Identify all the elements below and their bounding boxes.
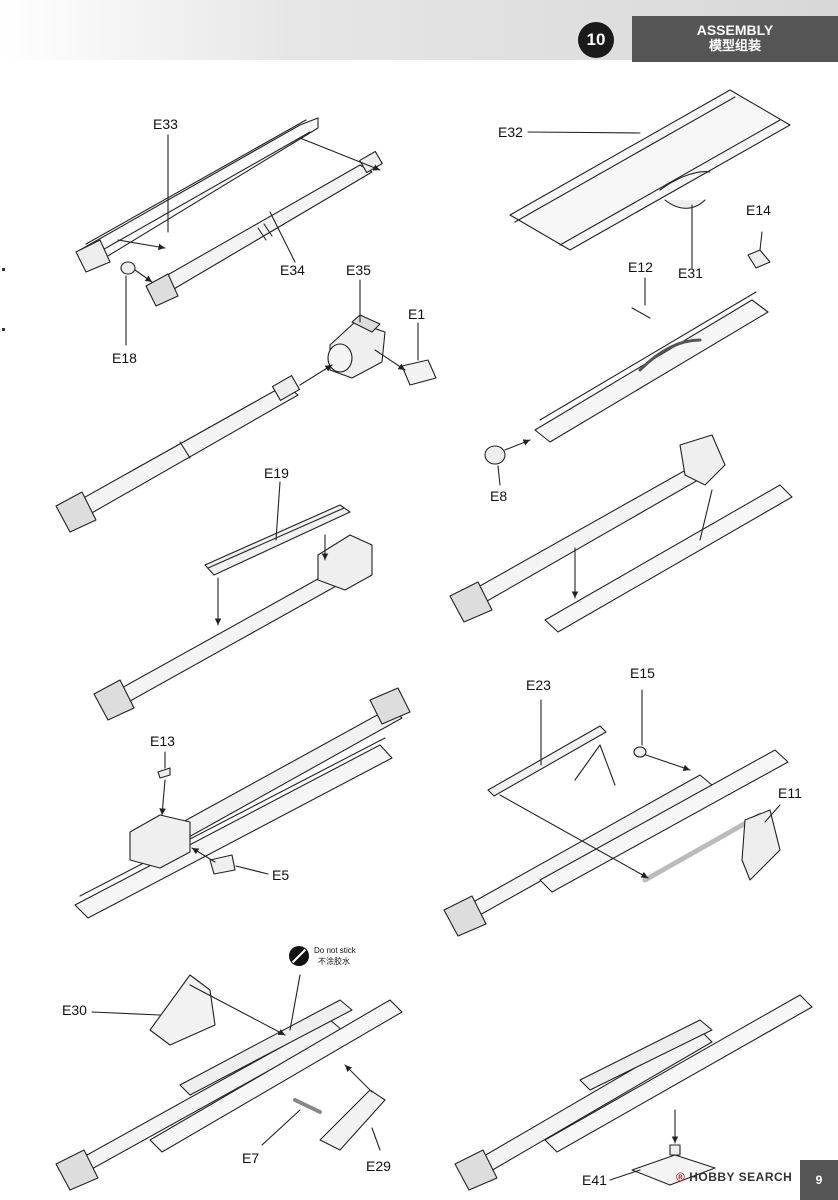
watermark-mark: ®: [676, 1170, 686, 1184]
margin-mark: [2, 328, 5, 331]
step-d-drawing: [74, 687, 411, 919]
step-b-drawing: [55, 279, 437, 533]
label-e11: E11: [778, 785, 802, 801]
label-e34: E34: [280, 262, 305, 278]
label-e7: E7: [242, 1150, 260, 1166]
label-e15: E15: [630, 665, 655, 681]
label-e12: E12: [628, 259, 653, 275]
step-number-badge: 10: [578, 22, 614, 58]
label-e14: E14: [746, 202, 771, 218]
step-g-drawing: [449, 434, 793, 633]
label-e33: E33: [153, 116, 178, 132]
label-e13: E13: [150, 733, 175, 749]
section-title-box: ASSEMBLY 模型组装: [632, 16, 838, 62]
no-glue-note-cn: 不涂胶水: [318, 957, 350, 966]
step-j-drawing: [454, 994, 813, 1191]
no-glue-note-en: Do not stick: [314, 946, 356, 955]
step-i-drawing: [55, 974, 403, 1191]
label-e8: E8: [490, 488, 508, 504]
label-e19: E19: [264, 465, 289, 481]
step-h-drawing: [443, 689, 789, 937]
step-a-drawing: [75, 117, 383, 346]
page-tab: 9: [800, 1160, 838, 1200]
label-e1: E1: [408, 306, 426, 322]
watermark-text: HOBBY SEARCH: [689, 1170, 793, 1184]
section-title-cn: 模型组装: [708, 38, 761, 53]
label-e23: E23: [526, 677, 551, 693]
section-title-en: ASSEMBLY: [696, 22, 774, 38]
label-e31: E31: [678, 265, 703, 281]
margin-mark: [2, 268, 5, 271]
step-f-drawing: [484, 231, 771, 486]
label-e35: E35: [346, 262, 371, 278]
label-e30: E30: [62, 1002, 87, 1018]
label-e41: E41: [582, 1172, 607, 1188]
label-e32: E32: [498, 124, 523, 140]
label-e5: E5: [272, 867, 290, 883]
no-glue-icon: [289, 946, 309, 966]
label-e18: E18: [112, 350, 137, 366]
label-e29: E29: [366, 1158, 391, 1174]
step-c-drawing: [93, 481, 373, 721]
watermark: ® HOBBY SEARCH: [676, 1170, 792, 1184]
step-e-drawing: [509, 89, 791, 269]
